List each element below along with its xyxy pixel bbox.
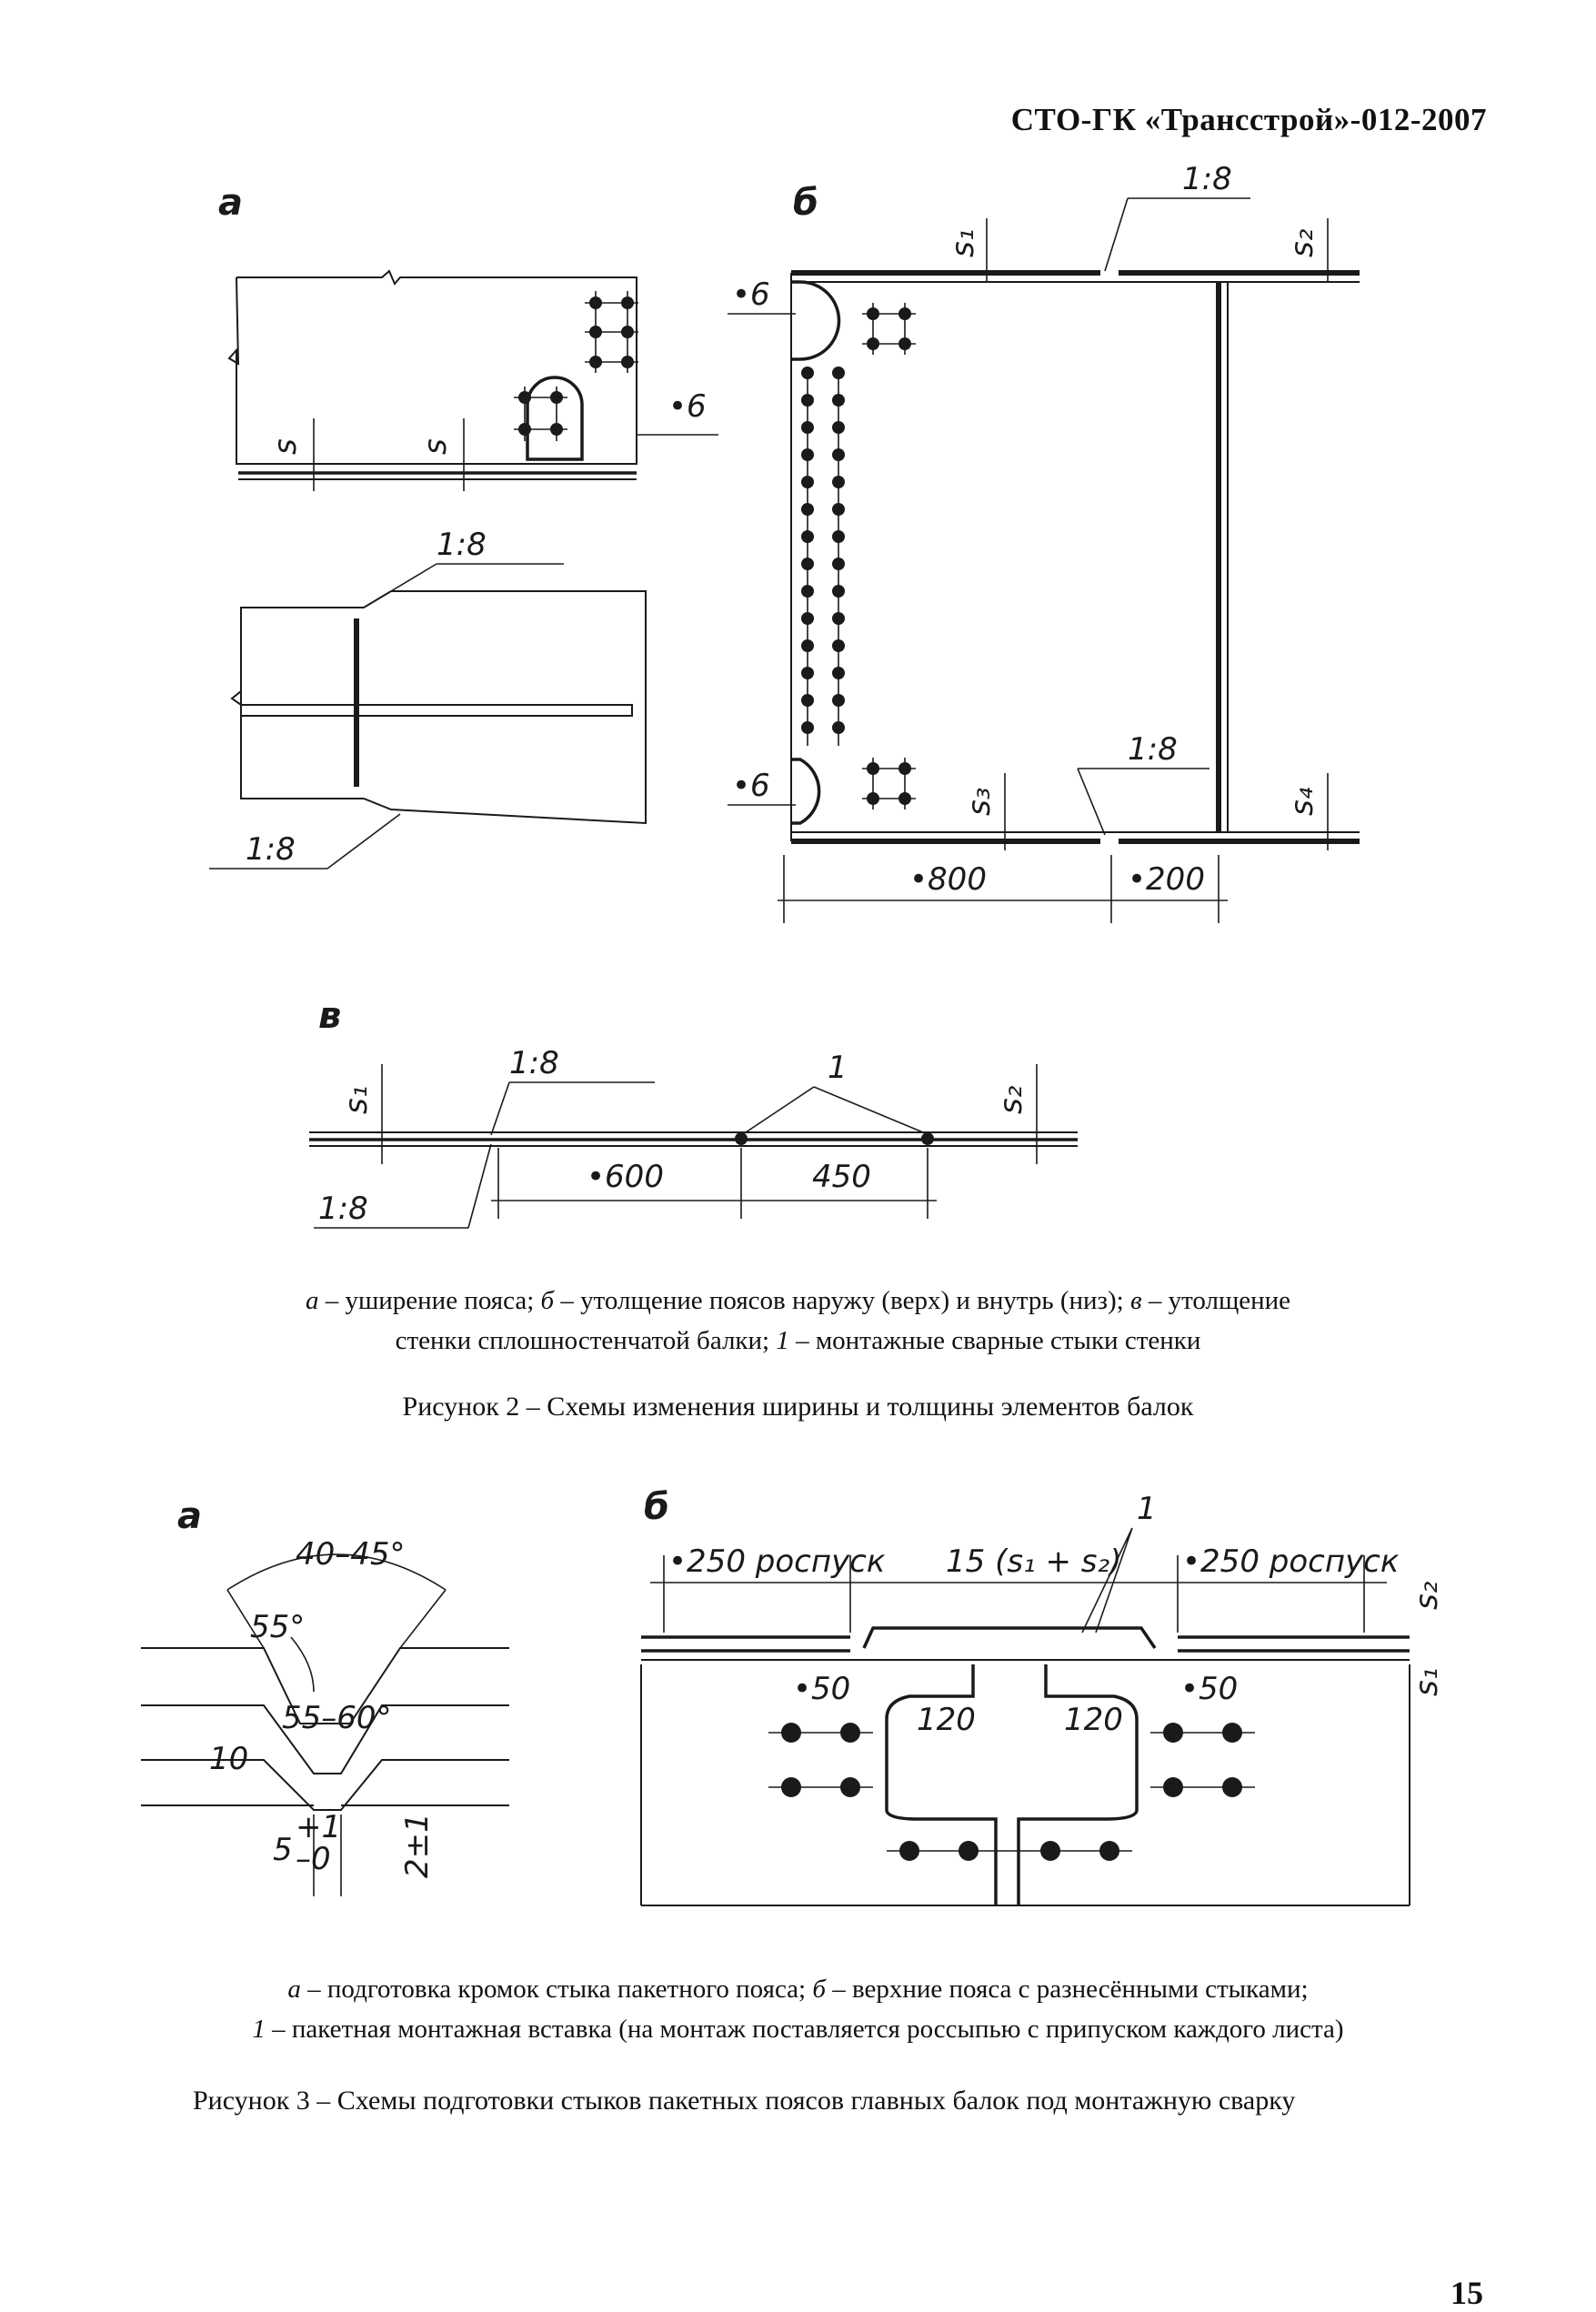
fig2-c-dim-450: 450	[812, 1159, 871, 1195]
fig2-c-slope-top: 1:8	[509, 1045, 559, 1081]
fig2-c-callout-1: 1	[828, 1050, 848, 1086]
fig2-b-dim-200: •200	[1128, 861, 1205, 898]
fig3-caption-b-letter: б	[812, 1975, 826, 2004]
fig3-a-tol-lower: –0	[296, 1841, 331, 1877]
bolt-group-lower	[514, 387, 567, 441]
fig2-a-plan-view: а •6 s	[218, 182, 718, 491]
fig3-a-edge-preparation: а 40–45° 55° 55–60° 10 5 +1 –0 2±1	[141, 1495, 509, 1896]
fig2-b-dim-6-bottom: •6	[732, 768, 770, 804]
fig2-caption-b-text: – утолщение поясов наружу (верх) и внутр…	[554, 1286, 1130, 1315]
fig3-panel-b-label: б	[644, 1486, 669, 1528]
fig2-caption-line2-text: стенки сплошностенчатой балки;	[395, 1326, 777, 1355]
fig2-b-slope-top: 1:8	[1182, 161, 1232, 197]
cope-cutout	[526, 376, 584, 461]
fig2-c-dim-600: •600	[587, 1159, 664, 1195]
fig3-panel-a-label: а	[177, 1495, 202, 1537]
fig3-b-dim-120-left: 120	[917, 1702, 976, 1738]
web-plate	[240, 704, 633, 717]
fig2-b-s1-top: s₁	[945, 229, 981, 257]
fig2-panel-a-label: а	[218, 182, 243, 224]
fig3-a-dim-5: 5	[273, 1832, 293, 1868]
fig2-a-dim-6: •6	[668, 388, 707, 425]
weld-joint-2	[921, 1132, 934, 1145]
fig3-a-dim-10: 10	[209, 1741, 248, 1777]
fig3-a-angle-55: 55°	[250, 1609, 305, 1645]
fig3-b-dim-15s: 15 (s₁ + s₂)	[946, 1543, 1121, 1580]
fig2-b-s2-top: s₂	[1284, 228, 1320, 257]
fig3-bolts	[768, 1723, 1255, 1861]
fig2-caption-c-text: – утолщение	[1141, 1286, 1291, 1315]
fig2-b-slope-bottom: 1:8	[1128, 731, 1178, 768]
fig2-b-dim-6-top: •6	[732, 276, 770, 313]
fig2-b-dim-800: •800	[909, 861, 987, 898]
fig2-a-tapered-flange: 1:8 1:8	[209, 527, 647, 870]
fig2-c-web-thickening: в s₁ s₂ 1:8 1:8 1 •600 45	[309, 995, 1078, 1229]
fig2-a-slope-bottom: 1:8	[246, 831, 296, 868]
fig2-a-thickness-s-right: s	[417, 438, 454, 455]
fig2-panel-b-label: б	[793, 182, 818, 224]
fig3-caption-a-text: – подготовка кромок стыка пакетного пояс…	[300, 1975, 813, 2004]
fig3-b-s2: s₂	[1409, 1581, 1445, 1610]
fig2-title: Рисунок 2 – Схемы изменения ширины и тол…	[402, 1392, 1194, 1422]
tapered-flange-outline	[230, 590, 647, 825]
fig3-b-upper-flanges: б •250 роспу	[640, 1486, 1445, 1906]
fig2-caption-1-text: – монтажные сварные стыки стенки	[788, 1326, 1201, 1355]
page-number: 15	[1450, 2275, 1483, 2311]
standard-code-header: СТО-ГК «Трансстрой»-012-2007	[1010, 102, 1487, 137]
fig3-b-dim-120-right: 120	[1064, 1702, 1123, 1738]
fig3-b-dim-50-right: •50	[1180, 1671, 1238, 1707]
fig3-a-angle-55-60: 55–60°	[282, 1700, 392, 1736]
fig2-caption-c-letter: в	[1129, 1286, 1142, 1315]
fig2-caption-a-text: – уширение пояса;	[318, 1286, 541, 1315]
fig3-a-dim-2pm1: 2±1	[399, 1813, 436, 1878]
fig2-b-s3-bottom: s₃	[961, 788, 998, 816]
fig3-caption-1-letter: 1	[252, 2015, 266, 2044]
fig3-b-dim-250-right: •250 роспуск	[1182, 1543, 1400, 1580]
fig2-caption: а – уширение пояса; б – утолщение поясов…	[0, 1281, 1596, 1361]
fig3-caption-1-text: – пакетная монтажная вставка (на монтаж …	[265, 2015, 1344, 2044]
fig3-caption-a-letter: а	[287, 1975, 301, 2004]
fig3-caption-b-text: – верхние пояса с разнесёнными стыками;	[825, 1975, 1309, 2004]
fig3-caption: а – подготовка кромок стыка пакетного по…	[0, 1969, 1596, 2049]
package-insert	[862, 1626, 1157, 1649]
fig2-c-s2: s₂	[993, 1085, 1029, 1114]
fig2-c-s1: s₁	[338, 1086, 375, 1114]
fig3-b-dim-50-left: •50	[793, 1671, 850, 1707]
fig2-a-slope-top: 1:8	[437, 527, 487, 563]
fig2-b-s4-bottom: s₄	[1284, 787, 1320, 816]
fig2-b-beam-elevation: б	[728, 161, 1360, 923]
fig3-title: Рисунок 3 – Схемы подготовки стыков паке…	[193, 2086, 1296, 2116]
fig3-b-s1: s₁	[1409, 1668, 1445, 1696]
weld-joint-1	[735, 1132, 748, 1145]
fig3-a-angle-40-45: 40–45°	[296, 1536, 406, 1573]
flange-outline	[227, 269, 637, 465]
fig3-a-tol-upper: +1	[296, 1809, 341, 1845]
bolt-column	[801, 303, 916, 809]
fig2-caption-a-letter: а	[305, 1286, 319, 1315]
fig2-panel-c-label: в	[318, 995, 341, 1037]
fig3-b-callout-1: 1	[1137, 1491, 1157, 1527]
fig2-c-slope-bottom: 1:8	[318, 1191, 368, 1227]
fig2-caption-1-letter: 1	[776, 1326, 789, 1355]
fig2-a-thickness-s-left: s	[267, 438, 304, 455]
fig2-caption-b-letter: б	[540, 1286, 555, 1315]
bolt-group-upper	[585, 291, 638, 373]
fig3-b-dim-250-left: •250 роспуск	[668, 1543, 886, 1580]
